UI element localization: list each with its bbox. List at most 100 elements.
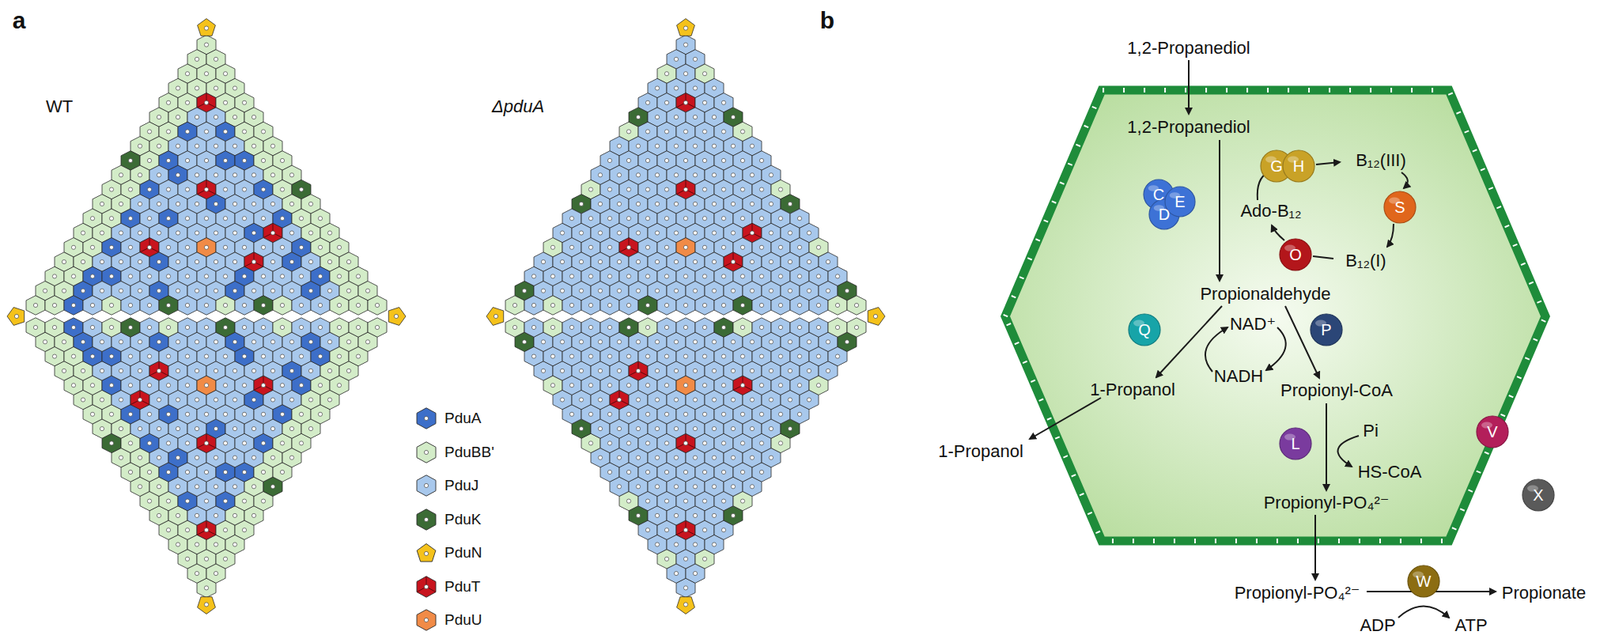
pore-dot	[223, 100, 227, 105]
pore-dot	[336, 274, 341, 279]
shell-hexamer	[158, 295, 178, 315]
pore-dot	[616, 455, 621, 460]
hexamer-outline	[524, 295, 544, 315]
shell-hexamer	[26, 295, 46, 315]
shell-hexamer	[348, 295, 368, 315]
pore-dot	[645, 216, 650, 221]
pore-dot	[147, 441, 152, 446]
pore-dot	[768, 173, 773, 178]
pore-dot	[346, 340, 351, 345]
pore-dot	[711, 260, 716, 265]
shell-hexamer	[215, 295, 235, 315]
pore-dot	[298, 302, 303, 307]
pore-dot	[673, 260, 678, 265]
pore-dot	[279, 325, 284, 330]
pore-dot	[327, 340, 332, 345]
pore-dot	[242, 441, 246, 446]
pore-dot	[99, 260, 104, 265]
pore-dot	[730, 115, 735, 120]
pore-dot	[242, 274, 246, 279]
pore-dot	[166, 499, 171, 504]
pore-dot	[213, 86, 218, 91]
hexamer-outline	[676, 295, 696, 315]
pore-dot	[156, 173, 161, 178]
pore-dot	[147, 216, 152, 221]
pore-dot	[232, 513, 237, 518]
pore-dot	[270, 397, 275, 402]
hexamer-outline	[367, 295, 387, 315]
pore-dot	[185, 158, 190, 163]
pore-dot	[298, 274, 303, 279]
pore-dot	[118, 340, 123, 345]
hexamer-outline	[828, 295, 848, 315]
pore-dot	[626, 158, 631, 163]
pore-dot	[355, 274, 360, 279]
pore-dot	[128, 302, 133, 307]
pore-dot	[597, 288, 602, 293]
shell-hexamer	[581, 295, 601, 315]
shell-hexamer	[45, 295, 65, 315]
pore-dot	[298, 354, 303, 359]
pore-dot	[540, 288, 545, 293]
pore-dot	[289, 340, 294, 345]
pore-dot	[692, 230, 697, 235]
pore-dot	[673, 288, 678, 293]
pore-dot	[232, 427, 237, 432]
pore-dot	[550, 245, 555, 250]
pore-dot	[702, 100, 707, 105]
pore-dot	[711, 513, 716, 518]
pore-dot	[166, 412, 171, 417]
shell-hexamer	[828, 295, 848, 315]
pore-dot	[588, 245, 593, 250]
shell-hexamer	[310, 295, 330, 315]
pore-dot	[61, 340, 66, 345]
pore-dot	[721, 216, 726, 221]
pore-dot	[109, 441, 114, 446]
pore-dot	[749, 173, 754, 178]
pore-dot	[204, 354, 209, 359]
pore-dot	[213, 542, 218, 547]
pore-dot	[635, 455, 640, 460]
pore-dot	[223, 441, 227, 446]
hexamer-outline	[733, 295, 753, 315]
pore-dot	[166, 354, 171, 359]
pore-dot	[626, 216, 631, 221]
pore-dot	[260, 302, 265, 307]
pore-dot	[147, 302, 152, 307]
pore-dot	[597, 230, 602, 235]
pore-dot	[204, 245, 209, 250]
pore-dot	[797, 274, 802, 279]
pore-dot	[654, 173, 659, 178]
pore-dot	[90, 302, 95, 307]
pore-dot	[759, 158, 764, 163]
pore-dot	[673, 455, 678, 460]
pore-dot	[260, 187, 265, 192]
pore-dot	[692, 56, 697, 61]
pore-dot	[147, 354, 152, 359]
hexamer-outline	[505, 295, 525, 315]
pore-dot	[137, 173, 142, 178]
pore-dot	[317, 412, 322, 417]
pore-dot	[683, 441, 688, 446]
pore-dot	[80, 340, 85, 345]
pore-dot	[673, 571, 678, 576]
pore-dot	[270, 288, 275, 293]
pore-dot	[355, 325, 360, 330]
pore-dot	[683, 129, 688, 134]
pore-dot	[654, 201, 659, 206]
pore-dot	[759, 245, 764, 250]
pore-dot	[759, 187, 764, 192]
pore-dot	[327, 260, 332, 265]
pore-dot	[298, 383, 303, 388]
pore-dot	[137, 143, 142, 148]
pore-dot	[251, 484, 256, 489]
pore-dot	[578, 288, 583, 293]
pore-dot	[242, 528, 246, 533]
hexamer-outline	[847, 295, 867, 315]
pore-dot	[71, 325, 76, 330]
pore-dot	[156, 201, 161, 206]
pore-dot	[654, 484, 659, 489]
pore-dot	[194, 340, 199, 345]
pore-dot	[711, 201, 716, 206]
pore-dot	[308, 427, 313, 432]
